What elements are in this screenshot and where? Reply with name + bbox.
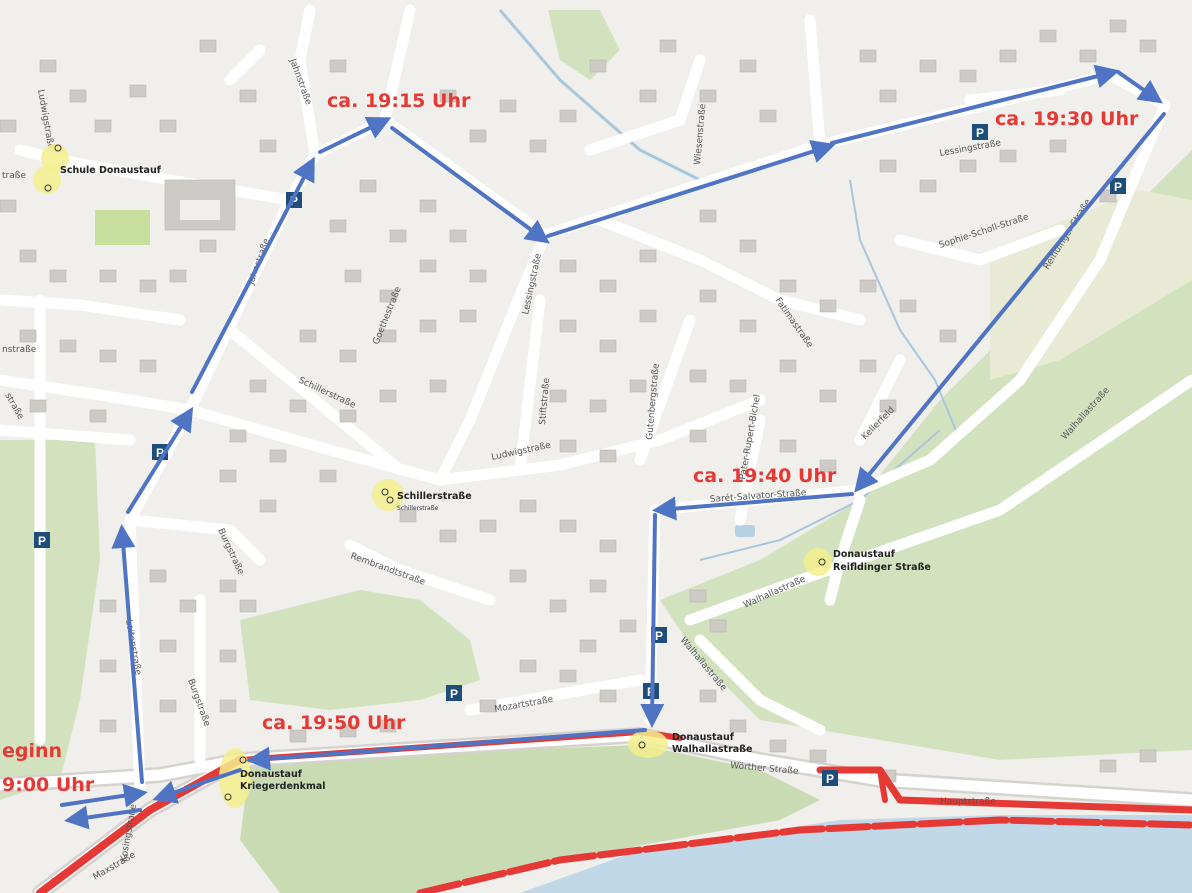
stop-label: Schillerstraße <box>397 491 472 502</box>
time-label-1915: ca. 19:15 Uhr <box>327 90 471 112</box>
route-segment <box>111 524 144 784</box>
route-segment <box>60 783 148 808</box>
stop-label: Kriegerdenkmal <box>240 781 326 792</box>
route-segment <box>546 140 836 238</box>
street-label: Stiftstraße <box>538 377 552 425</box>
route-segment <box>652 492 854 521</box>
stop-sub-label: Schillerstraße <box>397 505 438 512</box>
stop-schillerstrasse: Schillerstraße Schillerstraße <box>372 479 472 512</box>
start-label-line2: 9:00 Uhr <box>2 774 95 796</box>
route-segment <box>64 805 142 830</box>
svg-text:P: P <box>1114 180 1122 194</box>
stop-label: Reifldinger Straße <box>833 562 931 573</box>
route-segment <box>246 728 647 771</box>
svg-text:P: P <box>450 687 458 701</box>
svg-text:P: P <box>826 772 834 786</box>
street-label: nstraße <box>2 345 37 355</box>
svg-text:P: P <box>655 629 663 643</box>
stop-label: Donaustauf <box>672 732 735 743</box>
route-segment <box>152 768 242 804</box>
parking-icon: P <box>1110 178 1126 194</box>
svg-text:P: P <box>290 194 298 208</box>
parking-icon: P <box>446 685 462 701</box>
water <box>498 9 1192 893</box>
parking-icon: P <box>972 124 988 140</box>
bus-stops: Schule Donaustauf Schillerstraße Schille… <box>33 144 931 808</box>
time-labels: ca. 19:15 Uhr ca. 19:30 Uhr ca. 19:40 Uh… <box>2 90 1139 796</box>
street-label: Hauptstraße <box>940 797 996 807</box>
start-label-line1: eginn <box>2 740 62 762</box>
stop-walhallastrasse: Donaustauf Walhallastraße <box>628 730 752 758</box>
route-segment <box>190 156 315 394</box>
stop-label: Walhallastraße <box>672 744 752 755</box>
stop-reifldinger-strasse: Donaustauf Reifldinger Straße <box>804 548 931 576</box>
route-segment <box>390 126 550 244</box>
stop-label: Schule Donaustauf <box>60 165 162 176</box>
stop-kriegerdenkmal: Donaustauf Kriegerdenkmal <box>219 748 326 808</box>
buildings <box>0 19 1157 783</box>
parking-icon: P <box>34 532 50 548</box>
route-segment <box>830 64 1120 145</box>
svg-text:P: P <box>156 446 164 460</box>
stop-label: Donaustauf <box>833 549 896 560</box>
route-segment <box>318 117 392 154</box>
park-areas <box>0 10 1192 893</box>
route-segment <box>1116 70 1163 104</box>
route-segment <box>854 112 1166 493</box>
time-label-1930: ca. 19:30 Uhr <box>995 108 1139 130</box>
time-label-1940: ca. 19:40 Uhr <box>693 465 837 487</box>
street-label: traße <box>2 171 26 181</box>
route-segment <box>126 406 194 514</box>
svg-text:P: P <box>976 126 984 140</box>
stop-schule-donaustauf: Schule Donaustauf <box>33 144 162 194</box>
route-segment <box>640 513 665 728</box>
svg-text:P: P <box>38 534 46 548</box>
route-arrows <box>60 64 1166 830</box>
time-label-1950: ca. 19:50 Uhr <box>262 712 406 734</box>
stop-label: Donaustauf <box>240 769 303 780</box>
parking-icon: P <box>822 770 838 786</box>
